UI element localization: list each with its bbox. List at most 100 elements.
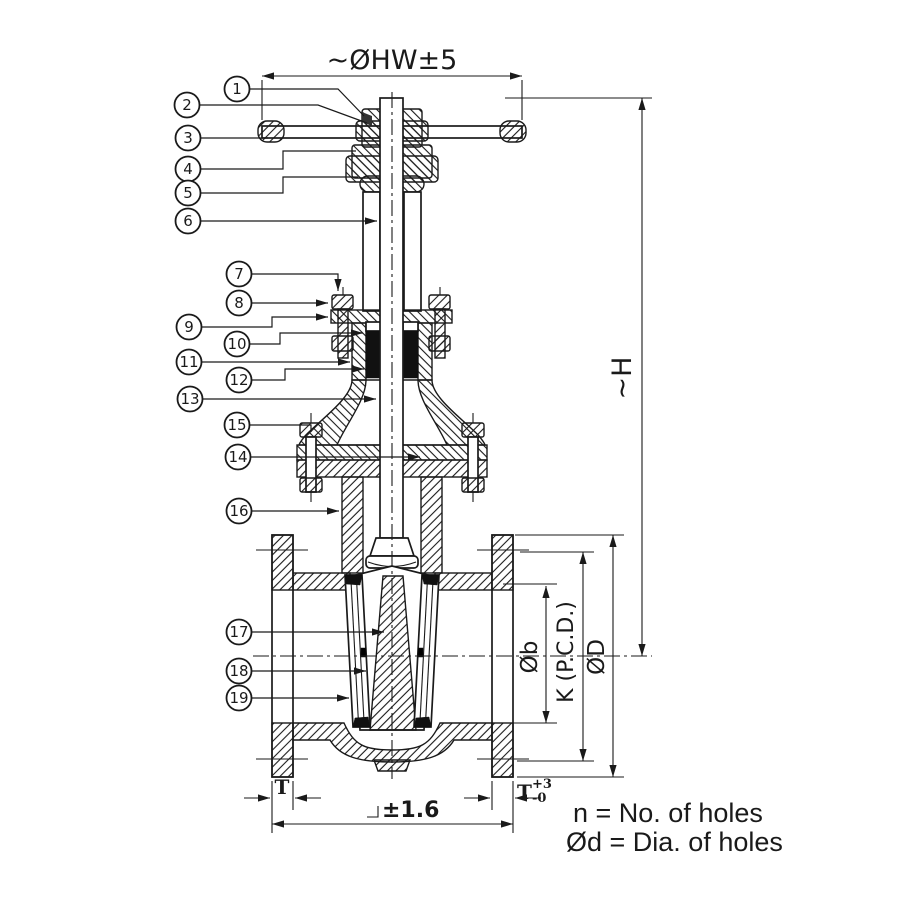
bonnet-bolt-nut-bottom xyxy=(461,477,485,493)
callout-7 xyxy=(225,260,253,288)
bonnet-bolt-nut-bottom xyxy=(299,477,323,493)
callout-1 xyxy=(223,75,251,103)
seat-ring-right-line2 xyxy=(424,574,434,728)
gland-bolt-nut-lower xyxy=(428,335,451,352)
dim-bore-diameter: Øb xyxy=(517,641,543,674)
seat-ring-right-line1 xyxy=(419,574,429,728)
callout-11-label: 11 xyxy=(179,353,198,371)
yoke-leg-left xyxy=(362,191,381,312)
leader-4 xyxy=(200,150,356,170)
callout-18 xyxy=(225,657,253,685)
callout-14 xyxy=(224,443,252,471)
body-top-wall-right xyxy=(434,572,493,591)
callout-13-label: 13 xyxy=(180,390,199,408)
callout-9 xyxy=(175,313,203,341)
dim-flange-od: ØD xyxy=(584,639,610,675)
note-holes-count: n = No. of holes xyxy=(573,798,763,828)
packing-left xyxy=(365,330,382,379)
dim-tol-minus: -0 xyxy=(532,791,546,806)
bonnet-bolt-nut-top xyxy=(461,422,485,438)
end-flange-left-hatch-top xyxy=(271,534,294,591)
callout-2 xyxy=(173,91,201,119)
stuffing-box-wall-left xyxy=(351,322,367,381)
dim-flange-thickness-right: T xyxy=(517,780,532,804)
body-top-wall-left xyxy=(292,572,351,591)
callout-7-label: 7 xyxy=(234,265,244,283)
seat-cap-top-left xyxy=(344,574,363,586)
leader-15 xyxy=(249,424,312,432)
callout-17-label: 17 xyxy=(229,623,248,641)
callout-8-label: 8 xyxy=(234,294,244,312)
callout-12-label: 12 xyxy=(229,371,248,389)
callout-18-label: 18 xyxy=(229,662,248,680)
callout-13 xyxy=(176,385,204,413)
datum-mark xyxy=(367,806,379,818)
gland-follower-left xyxy=(365,321,382,332)
end-flange-left-hatch-bottom xyxy=(271,722,294,778)
callout-17 xyxy=(225,618,253,646)
packing-right xyxy=(402,330,419,379)
bolt-hole-ticks xyxy=(256,549,529,760)
seat-ring-left-line1 xyxy=(350,574,360,728)
neck-wall-right xyxy=(420,476,443,574)
body-neck xyxy=(341,476,443,574)
body-bottom-wall xyxy=(292,722,493,763)
callout-5-label: 5 xyxy=(183,184,193,202)
dim-tol-plus: +3 xyxy=(532,777,552,792)
notes: n = No. of holes Ød = Dia. of holes xyxy=(566,798,783,857)
leader-5 xyxy=(200,176,358,194)
callout-19-label: 19 xyxy=(229,689,248,707)
seat-ring-left-line2 xyxy=(355,574,365,728)
wedge-rib xyxy=(369,575,417,731)
dim-overall-height: ~H xyxy=(607,357,638,400)
callout-2-label: 2 xyxy=(182,96,192,114)
callout-3 xyxy=(174,124,202,152)
end-flange-right-hatch-top xyxy=(491,534,514,591)
callout-1-label: 1 xyxy=(232,80,242,98)
dim-handwheel-diameter: ~ØHW±5 xyxy=(327,45,458,76)
body-bottom-boss xyxy=(373,759,411,772)
callout-8 xyxy=(225,289,253,317)
callout-leaders xyxy=(199,88,420,702)
callout-12 xyxy=(225,366,253,394)
leader-7 xyxy=(251,273,342,291)
callout-16-label: 16 xyxy=(229,502,248,520)
leader-2 xyxy=(199,104,368,124)
callout-15-label: 15 xyxy=(227,416,246,434)
seat-cap-bottom-right xyxy=(413,716,432,728)
handwheel-rim-left xyxy=(257,120,285,143)
gland-bolt-nut-lower xyxy=(331,335,354,352)
gland-bolt-stud xyxy=(434,308,446,359)
callout-11 xyxy=(175,348,203,376)
callout-6-label: 6 xyxy=(183,212,193,230)
seat-cap-top-right xyxy=(421,574,440,586)
callout-19 xyxy=(225,684,253,712)
dim-bolt-circle: K (P.C.D.) xyxy=(554,601,579,703)
note-holes-diameter: Ød = Dia. of holes xyxy=(566,827,783,857)
yoke-leg-right xyxy=(403,191,422,312)
gland-follower-right xyxy=(402,321,419,332)
guide-pin-right xyxy=(417,647,424,658)
dim-flange-thickness-left: T xyxy=(275,775,290,799)
dim-face-tolerance: ±1.6 xyxy=(382,798,439,823)
gland-bolt-nut xyxy=(428,294,451,310)
gland-bolts xyxy=(331,287,451,359)
handwheel-rim-right xyxy=(499,120,527,143)
neck-wall-left xyxy=(341,476,364,574)
callout-10-label: 10 xyxy=(227,335,246,353)
callout-3-label: 3 xyxy=(183,129,193,147)
callout-6 xyxy=(174,207,202,235)
callout-balloons: 1 2 3 4 5 6 7 8 9 10 11 12 13 15 14 16 1… xyxy=(173,75,253,712)
callout-14-label: 14 xyxy=(228,448,247,466)
leader-12 xyxy=(251,365,364,381)
leader-9 xyxy=(201,313,328,328)
callout-10 xyxy=(223,330,251,358)
seat-cap-bottom-left xyxy=(352,716,371,728)
callout-4-label: 4 xyxy=(183,160,193,178)
guide-pin-left xyxy=(360,647,367,658)
callout-15 xyxy=(223,411,251,439)
leader-1 xyxy=(249,88,365,117)
gland-bolt-nut xyxy=(331,294,354,310)
